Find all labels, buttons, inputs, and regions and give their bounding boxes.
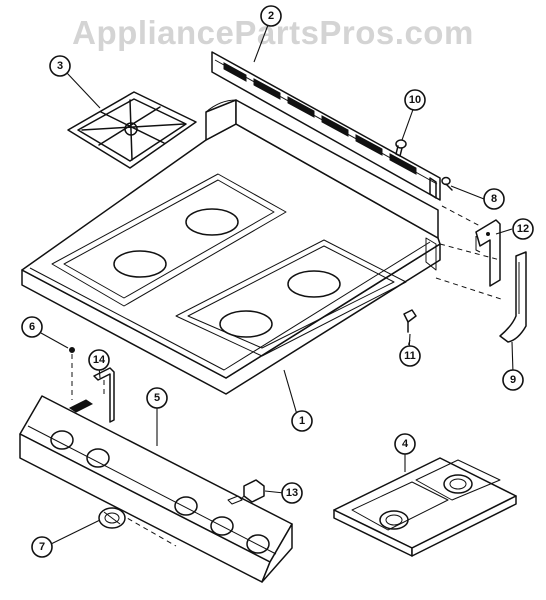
callout-14: 14 (88, 349, 110, 371)
callout-4: 4 (394, 433, 416, 455)
callout-3: 3 (49, 55, 71, 77)
callout-11: 11 (399, 345, 421, 367)
callout-9: 9 (502, 369, 524, 391)
callout-13: 13 (281, 482, 303, 504)
part-bracket-12 (475, 219, 501, 287)
callout-label: 10 (409, 94, 421, 106)
part-grate (67, 91, 197, 169)
callout-2: 2 (260, 5, 282, 27)
part-screw-8 (441, 176, 453, 191)
callout-12: 12 (512, 218, 534, 240)
part-burner-box (333, 457, 517, 557)
callout-label: 2 (268, 10, 274, 22)
part-knob-7 (98, 507, 126, 529)
callout-label: 3 (57, 60, 63, 72)
callout-label: 7 (39, 541, 45, 553)
callout-label: 4 (402, 438, 409, 450)
callout-label: 6 (29, 321, 35, 333)
callout-5: 5 (146, 387, 168, 409)
part-control-panel (19, 395, 293, 583)
callout-label: 9 (510, 374, 516, 386)
callout-label: 14 (93, 354, 106, 366)
callout-7: 7 (31, 536, 53, 558)
callout-6: 6 (21, 316, 43, 338)
back-trim-slots (223, 62, 417, 175)
callout-10: 10 (404, 89, 426, 111)
callout-label: 12 (517, 223, 529, 235)
part-back-trim (211, 51, 441, 201)
part-screw-10 (395, 139, 407, 157)
part-switch-13 (243, 479, 265, 503)
callout-label: 5 (154, 392, 160, 404)
part-cooktop (21, 99, 441, 395)
callout-label: 13 (286, 487, 298, 499)
callout-label: 11 (404, 350, 416, 362)
part-screw-6 (69, 347, 75, 353)
callout-1: 1 (291, 410, 313, 432)
part-clip-11 (403, 309, 417, 333)
part-bracket-14 (93, 367, 115, 423)
part-side-trim-9 (499, 251, 527, 343)
callout-label: 8 (491, 193, 497, 205)
callout-8: 8 (483, 188, 505, 210)
callout-label: 1 (299, 415, 305, 427)
